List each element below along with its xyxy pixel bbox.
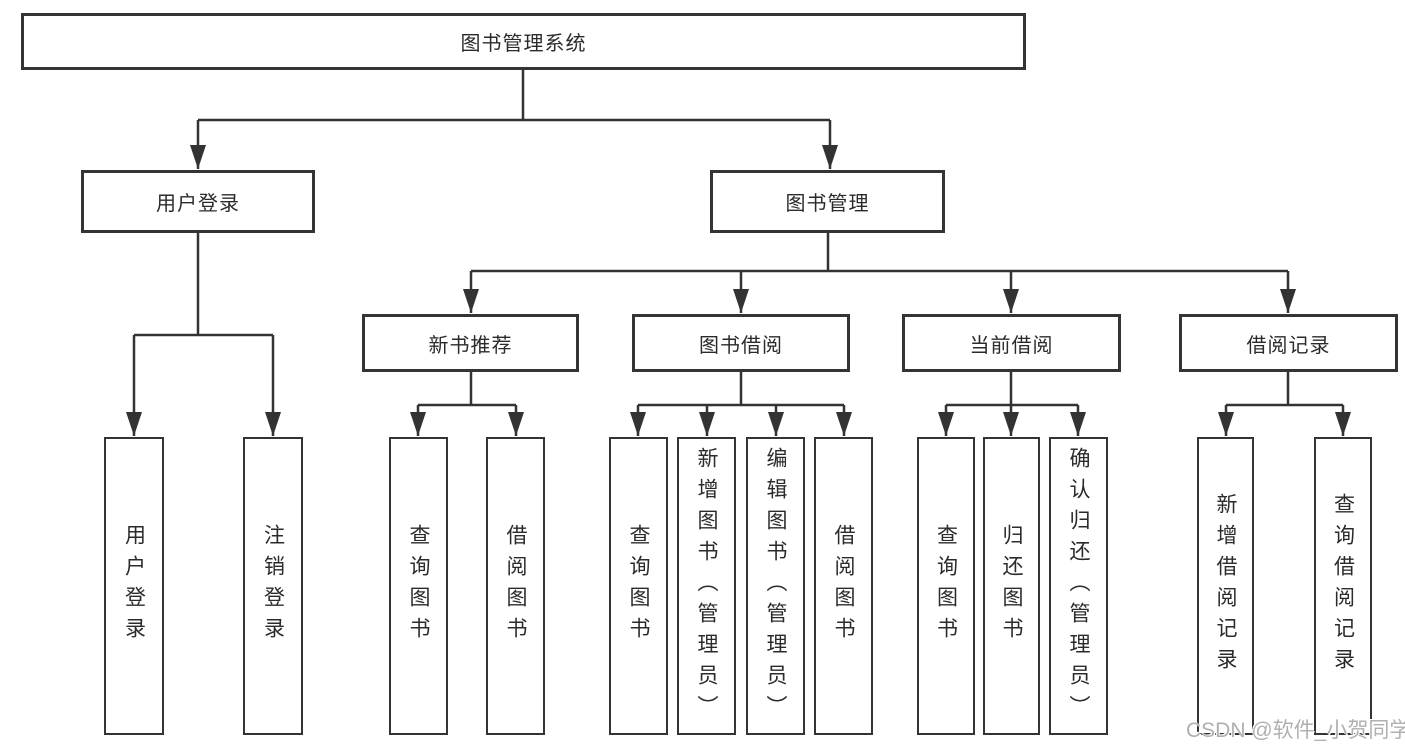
leaf-node-query-books-2: 查询图书 [609,437,668,735]
group-node-label: 当前借阅 [969,334,1054,357]
leaf-node-label: 借阅图书 [504,524,527,648]
leaf-node-label: 新增借阅记录 [1214,493,1237,679]
leaf-node-user-login: 用户登录 [104,437,164,735]
leaf-node-label: 借阅图书 [832,524,855,648]
leaf-node-label: 注销登录 [261,524,285,648]
leaf-node-confirm-return-admin: 确认归还（管理员） [1049,437,1108,735]
group-node-current-borrow: 当前借阅 [902,314,1121,372]
leaf-node-borrow-books-1: 借阅图书 [486,437,545,735]
leaf-node-label: 用户登录 [122,524,146,648]
leaf-node-label: 查询借阅记录 [1331,493,1355,679]
leaf-node-query-borrow-record: 查询借阅记录 [1314,437,1372,735]
group-node-label: 图书借阅 [699,334,783,357]
leaf-node-label: 编辑图书（管理员） [764,446,787,726]
leaf-node-label: 归还图书 [1000,524,1023,648]
leaf-node-label: 查询图书 [934,524,958,648]
root-node-library-system: 图书管理系统 [21,13,1026,70]
branch-node-book-management: 图书管理 [710,170,945,233]
leaf-node-label: 新增图书（管理员） [695,446,718,726]
leaf-node-edit-books-admin: 编辑图书（管理员） [746,437,805,735]
group-node-new-book-recommend: 新书推荐 [362,314,579,372]
leaf-node-label: 确认归还（管理员） [1067,446,1090,726]
group-node-book-borrow: 图书借阅 [632,314,850,372]
leaf-node-borrow-books-2: 借阅图书 [814,437,873,735]
leaf-node-logout: 注销登录 [243,437,303,735]
leaf-node-add-books-admin: 新增图书（管理员） [677,437,736,735]
connector-group-root [126,70,1351,436]
branch-node-user-login: 用户登录 [81,170,315,233]
group-node-borrow-record: 借阅记录 [1179,314,1398,372]
group-node-label: 借阅记录 [1246,334,1331,357]
root-node-label: 图书管理系统 [460,33,587,55]
leaf-node-query-books-1: 查询图书 [389,437,448,735]
branch-node-label: 图书管理 [785,193,870,215]
leaf-node-return-books: 归还图书 [983,437,1040,735]
leaf-node-label: 查询图书 [407,524,430,648]
leaf-node-label: 查询图书 [627,524,650,648]
branch-node-label: 用户登录 [156,193,240,215]
watermark: CSDN @软件_小贺同学 [1186,719,1405,742]
leaf-node-query-books-3: 查询图书 [917,437,975,735]
group-node-label: 新书推荐 [428,334,513,357]
leaf-node-add-borrow-record: 新增借阅记录 [1197,437,1254,735]
